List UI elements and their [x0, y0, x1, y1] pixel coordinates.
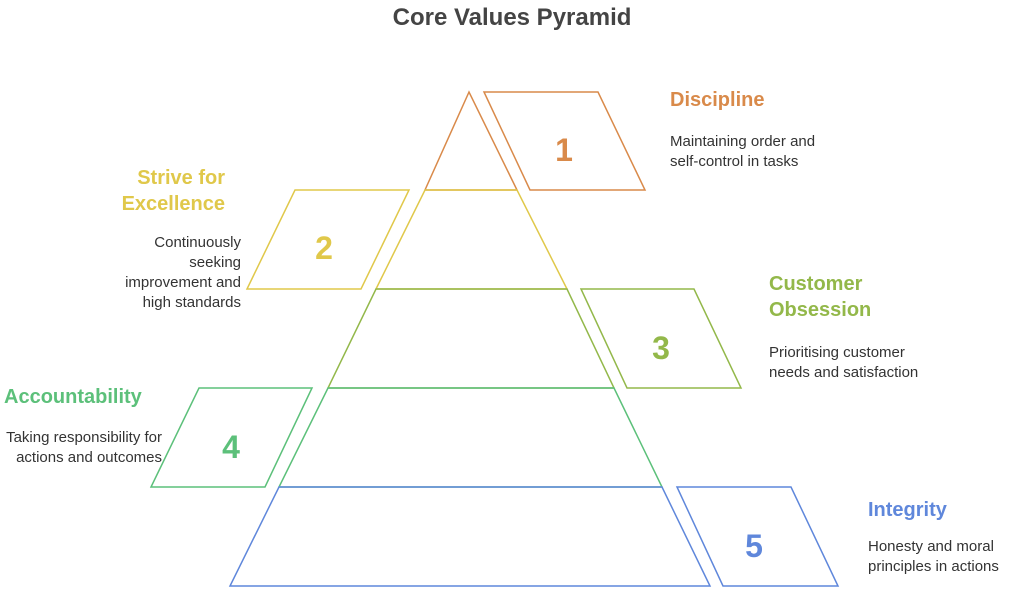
- diagram-title: Core Values Pyramid: [392, 4, 632, 31]
- value-description-5: Honesty and moral principles in actions: [868, 538, 999, 575]
- value-title-2: Strive for Excellence: [121, 167, 225, 215]
- value-number-2: 2: [315, 230, 333, 266]
- pyramid-layer-5: [228, 486, 712, 587]
- number-box-1: [482, 91, 647, 191]
- value-description-4: Taking responsibility for actions and ou…: [6, 429, 162, 466]
- pyramid-layer-4: [277, 387, 664, 488]
- number-box-4: [149, 387, 314, 488]
- value-description-2: Continuously seeking improvement and hig…: [125, 234, 241, 311]
- value-title-3: Customer Obsession: [769, 273, 872, 321]
- pyramid-layer-3: [326, 288, 616, 389]
- number-box-2: [245, 189, 411, 290]
- value-number-3: 3: [652, 330, 670, 366]
- number-box-5: [675, 486, 840, 587]
- pyramid-layer-2: [374, 189, 569, 290]
- value-title-1: Discipline: [670, 89, 765, 111]
- value-number-4: 4: [222, 429, 240, 465]
- value-number-5: 5: [745, 528, 763, 564]
- value-description-3: Prioritising customer needs and satisfac…: [769, 344, 919, 381]
- value-description-1: Maintaining order and self-control in ta…: [670, 133, 816, 170]
- pyramid-layer-1: [423, 90, 519, 191]
- number-box-3: [579, 288, 743, 389]
- value-number-1: 1: [555, 132, 573, 168]
- value-title-4: Accountability: [4, 386, 142, 408]
- value-title-5: Integrity: [868, 499, 947, 521]
